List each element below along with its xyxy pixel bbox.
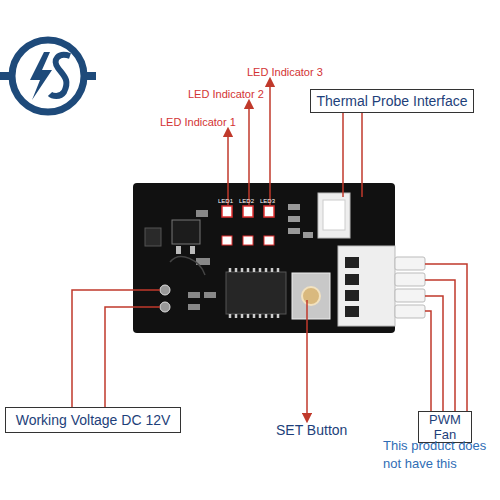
power-pad <box>160 302 170 312</box>
fan-plug-lead <box>395 257 425 270</box>
silkscreen-label: LED2 <box>239 198 259 206</box>
leader-line <box>425 296 443 411</box>
leader-line <box>72 290 160 407</box>
resistor <box>264 236 274 245</box>
controller-chip <box>226 272 286 314</box>
leader-arrow <box>306 300 308 418</box>
leader-line <box>425 264 467 411</box>
pcb-board <box>133 183 395 333</box>
fan-pin-slot <box>345 306 359 317</box>
smd-part <box>288 228 300 234</box>
set-button-cap <box>302 287 320 305</box>
silkscreen-label: LED1 <box>218 198 238 206</box>
callout-text: Working Voltage DC 12V <box>16 412 171 428</box>
silkscreen-line <box>170 257 205 275</box>
callout-label: LED Indicator 3 <box>247 66 347 80</box>
silkscreen-label: LED3 <box>260 198 280 206</box>
callout-label: LED Indicator 1 <box>160 116 260 130</box>
callout-box: Working Voltage DC 12V <box>5 407 181 433</box>
regulator <box>172 220 200 244</box>
logo-bolt <box>30 52 52 100</box>
logo-curve <box>50 55 70 96</box>
transistor <box>145 228 161 246</box>
fan-plug-lead <box>395 273 425 286</box>
resistor <box>222 236 232 245</box>
callout-text: Thermal Probe Interface <box>317 93 468 109</box>
fan-connector <box>338 246 395 326</box>
smd-part <box>196 210 208 217</box>
callout-label: SET Button <box>276 422 376 440</box>
leader-line <box>361 113 363 197</box>
logo-ring <box>12 40 84 112</box>
smd-part <box>188 304 200 310</box>
led <box>243 206 253 217</box>
callout-label: LED Indicator 2 <box>188 88 288 102</box>
leader-line <box>105 307 160 407</box>
callout-text: PWM Fan <box>419 412 471 442</box>
thermal-connector <box>318 193 350 238</box>
callout-label: This product does not have this <box>383 437 500 473</box>
led <box>264 206 274 217</box>
led <box>222 206 232 217</box>
fan-pin-slot <box>345 257 359 268</box>
leader-line <box>425 311 431 411</box>
smd-part <box>188 292 200 298</box>
fan-plug-lead <box>395 289 425 302</box>
smd-part <box>303 232 313 238</box>
leader-arrow <box>248 104 250 205</box>
fan-pin-slot <box>345 290 359 301</box>
resistor <box>243 236 253 245</box>
smd-part <box>204 292 216 298</box>
fan-plug-lead <box>395 305 425 318</box>
smd-part <box>288 216 300 222</box>
regulator-pin <box>176 246 181 254</box>
smd-part <box>288 204 300 210</box>
leader-line <box>425 280 455 411</box>
regulator-pin <box>190 246 195 254</box>
logo-bar <box>0 72 14 80</box>
callout-box: Thermal Probe Interface <box>310 89 474 113</box>
logo-bar <box>82 72 96 80</box>
set-button-body <box>292 273 330 319</box>
leader-line <box>342 113 344 197</box>
leader-arrow <box>269 82 271 205</box>
chip-pins <box>230 268 278 318</box>
power-pad <box>160 285 170 295</box>
thermal-socket <box>323 200 345 230</box>
leader-arrow <box>227 132 229 205</box>
fan-pin-slot <box>345 274 359 285</box>
